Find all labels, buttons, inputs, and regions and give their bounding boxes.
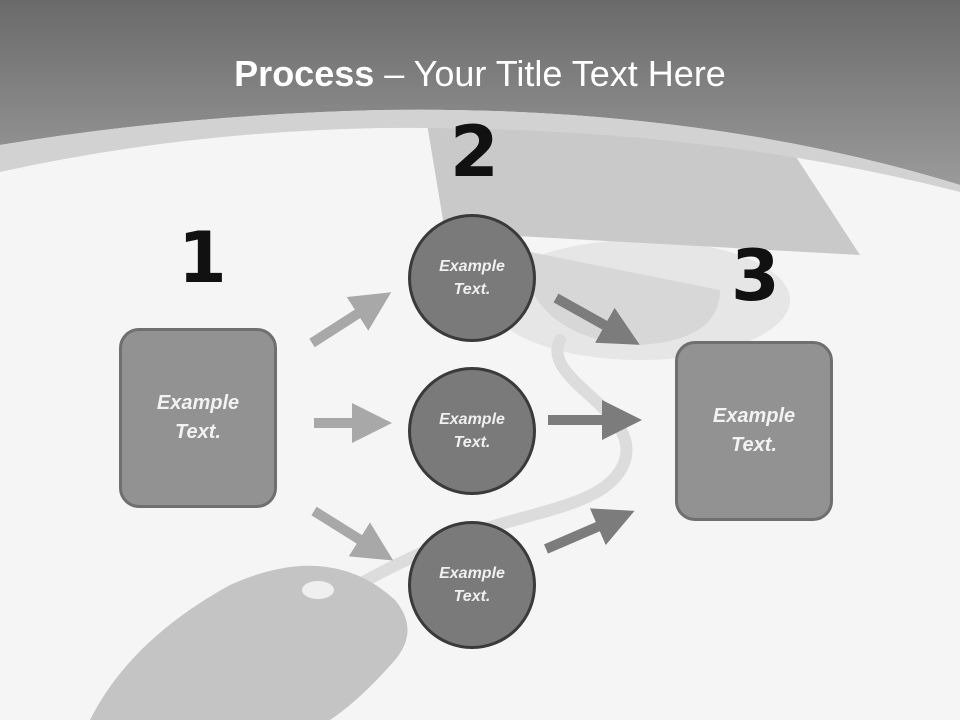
arrow-left-to-bottom <box>311 506 394 561</box>
title-rest: – Your Title Text Here <box>374 53 726 94</box>
title-banner <box>0 0 960 185</box>
computer-mouse-icon <box>90 565 408 720</box>
step-number-1: 1 <box>178 217 227 299</box>
left-box-text: Example Text. <box>156 392 240 443</box>
circle-middle: Example Text. <box>408 367 536 495</box>
right-box-text: Example Text. <box>712 405 796 456</box>
arrow-bottom-to-right <box>544 508 635 554</box>
left-box: Example Text. <box>119 328 277 508</box>
circle-middle-text: Example Text. <box>439 411 505 451</box>
arrow-top-to-right <box>553 293 640 345</box>
step-number-2: 2 <box>450 111 499 193</box>
arrow-left-to-top <box>309 292 392 348</box>
circle-bottom: Example Text. <box>408 521 536 649</box>
circle-top-text: Example Text. <box>439 258 505 298</box>
mouse-cable-icon <box>314 334 633 616</box>
title-bold: Process <box>234 53 375 94</box>
circle-bottom-text: Example Text. <box>439 565 505 605</box>
step-number-3: 3 <box>731 235 780 317</box>
page-title: Process – Your Title Text Here <box>0 52 960 96</box>
right-box: Example Text. <box>675 341 833 521</box>
circle-top: Example Text. <box>408 214 536 342</box>
